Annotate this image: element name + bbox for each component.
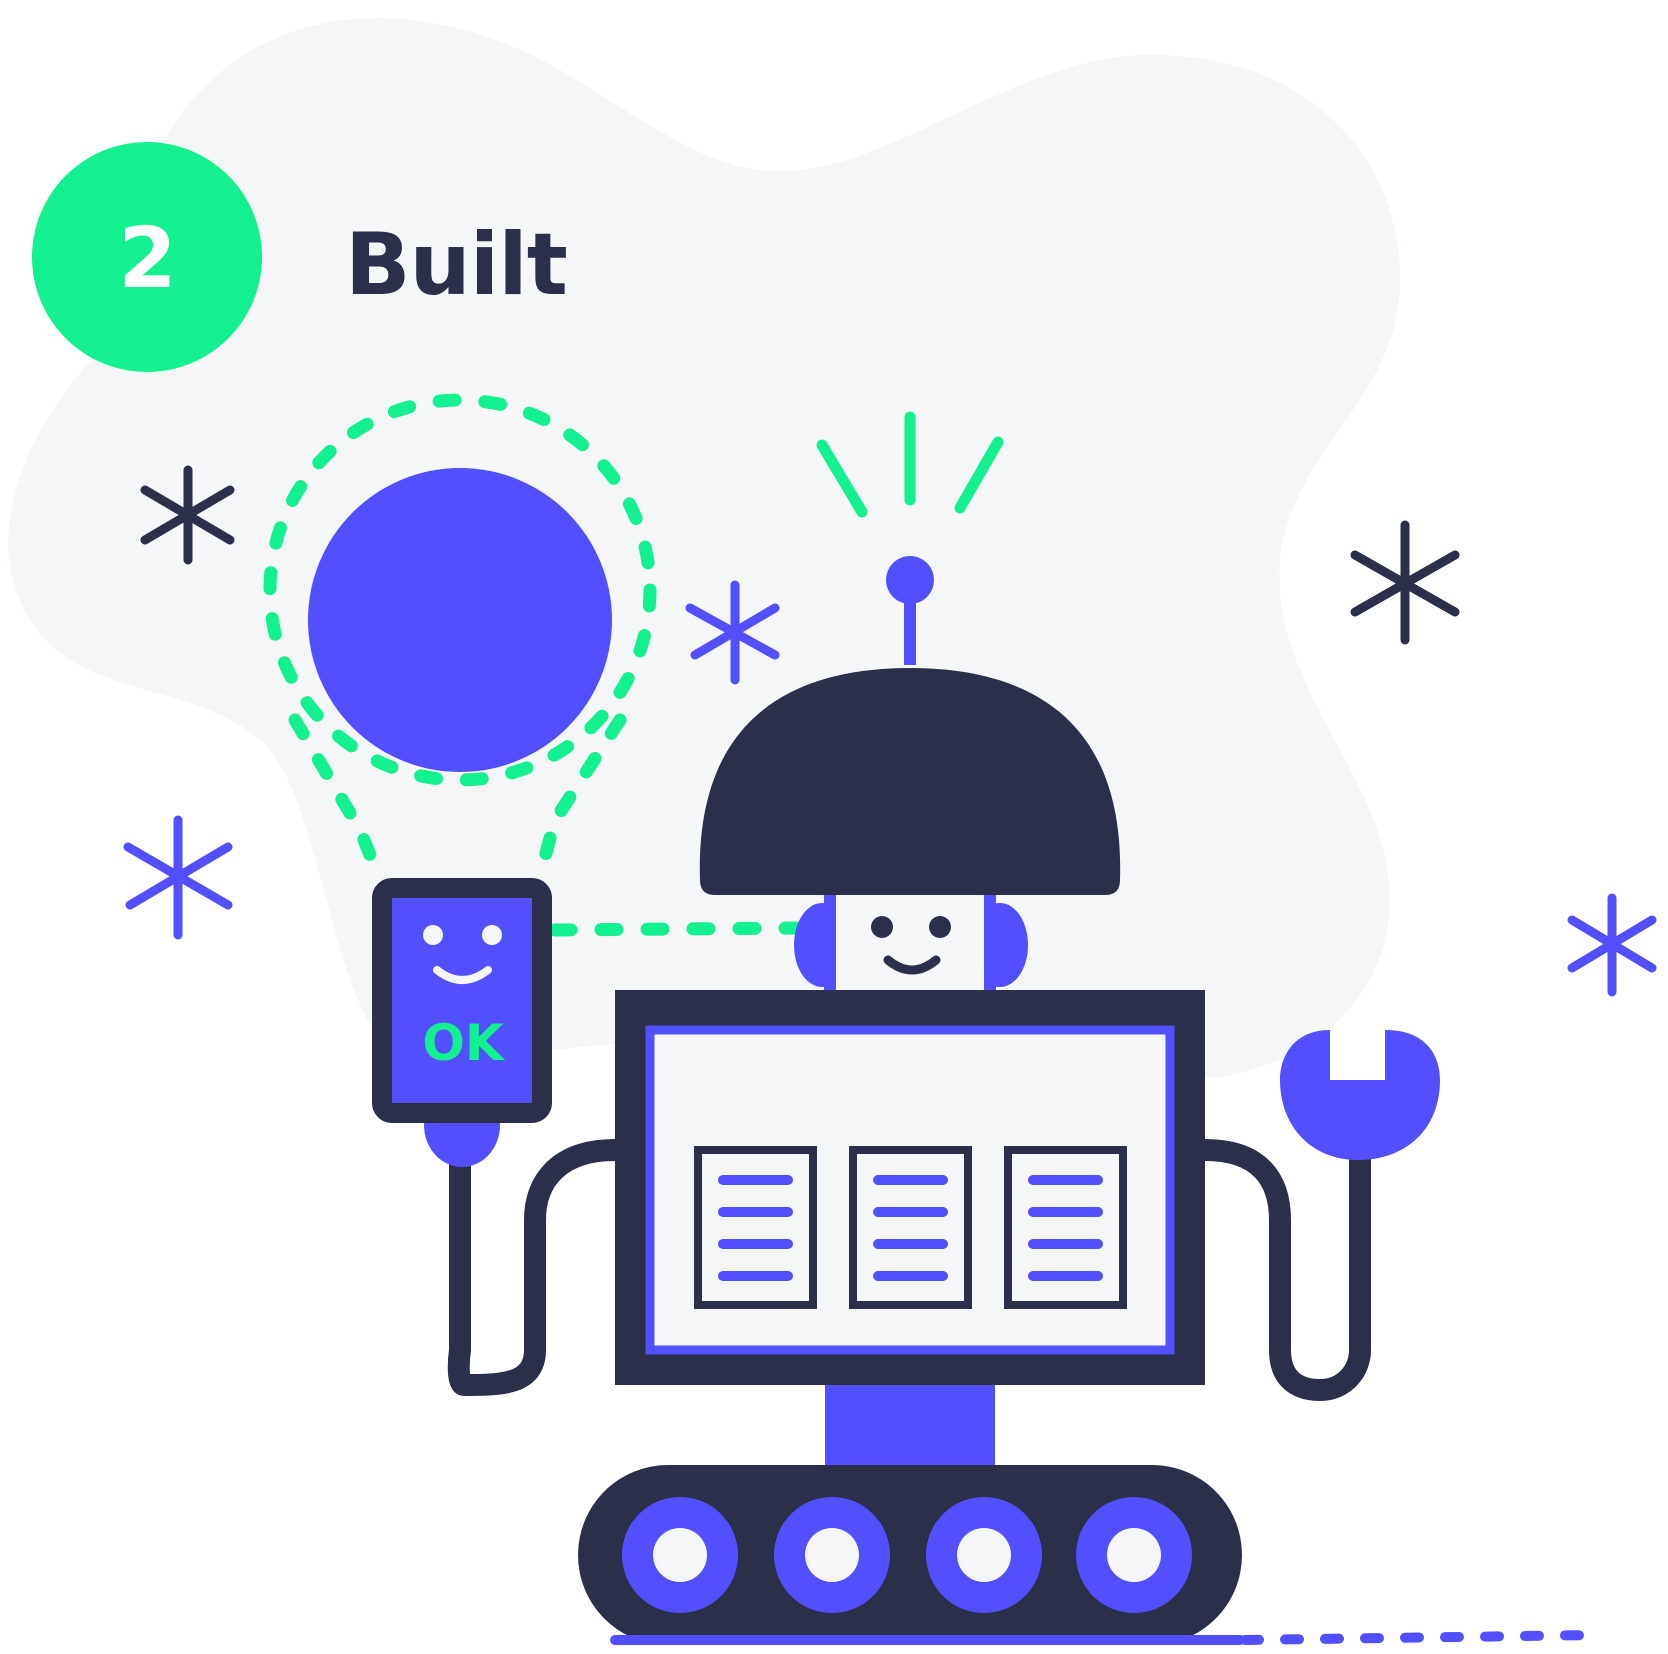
asterisk-icon [123,815,233,940]
step-title: Built [345,215,568,315]
asterisk-icon [1350,520,1460,645]
document-card [1004,1146,1127,1309]
robot-neck [825,1380,995,1470]
ground-dashed-line [1240,1630,1600,1645]
wrench-hand [1280,1030,1440,1160]
robot-arm-left [447,1139,626,1397]
dashed-link-line [548,921,807,937]
dashed-bubble-tail-right [533,713,627,882]
robot-dome-head [699,668,1121,895]
robot-arm-right [1194,1129,1371,1402]
tread-wheel [926,1497,1042,1613]
tread-wheel [622,1497,738,1613]
tread-wheel [774,1497,890,1613]
robot-eye-left [871,916,893,938]
tank-treads [578,1465,1242,1645]
document-card [849,1146,972,1309]
antenna-sparks [816,411,1004,518]
asterisk-icon [685,580,780,685]
document-card [694,1146,817,1309]
robot-antenna-tip [886,556,934,604]
device-ok-label: OK [422,1014,506,1072]
asterisk-icon [1567,893,1657,997]
robot-smile [883,955,941,975]
step-badge-circle [32,142,262,372]
robot-eye-right [929,916,951,938]
dashed-bubble-ring [263,393,657,787]
asterisk-icon [140,465,235,565]
robot-face [835,895,985,1005]
smiling-phone-device [372,878,552,1123]
speech-bubble-circle [308,468,612,772]
step-number: 2 [118,208,177,307]
tread-wheel [1076,1497,1192,1613]
dashed-bubble-tail-left [288,713,385,882]
step-badge: 2 [30,140,265,375]
